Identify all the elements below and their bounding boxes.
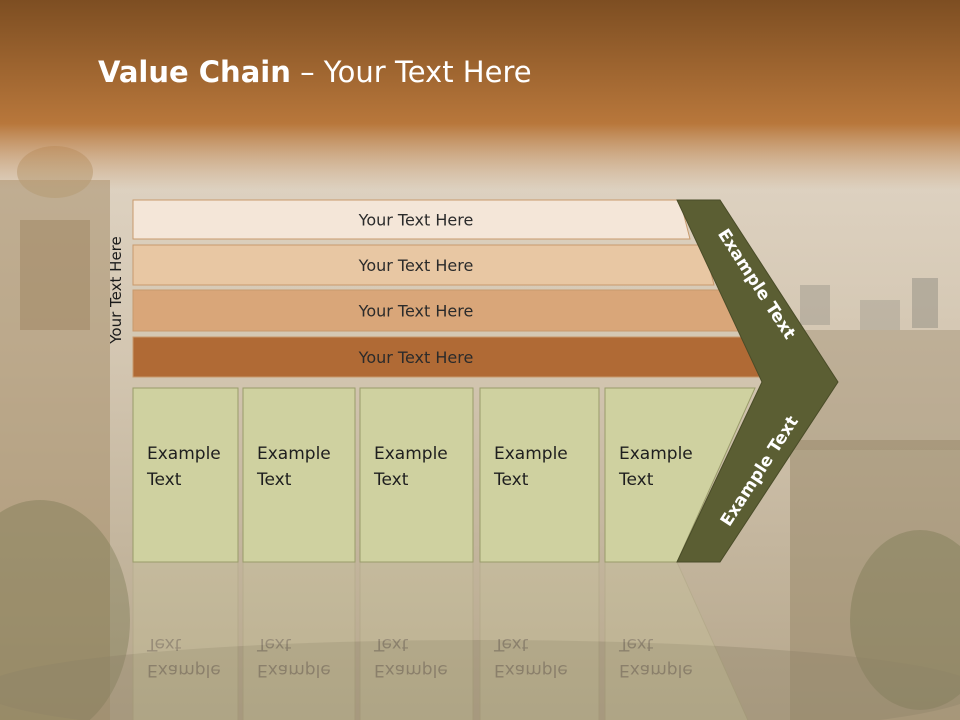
activity-box-1-line2: Text xyxy=(146,470,182,490)
reflection-box-3-line1: Example xyxy=(374,660,448,680)
reflection-box-1-line1: Example xyxy=(147,660,221,680)
row-label-3: Your Text Here xyxy=(358,302,474,321)
reflection-box-2-line1: Example xyxy=(257,660,331,680)
activity-box-3 xyxy=(359,387,474,563)
margin-chevron xyxy=(676,199,839,563)
activity-box-1 xyxy=(132,387,239,563)
reflection-box-3-line2: Text xyxy=(373,634,409,654)
activity-box-3-line1: Example xyxy=(374,444,448,464)
activity-box-2 xyxy=(242,387,356,563)
activity-box-2-line2: Text xyxy=(256,470,292,490)
reflection-box-1-line2: Text xyxy=(146,634,182,654)
activity-box-1-line1: Example xyxy=(147,444,221,464)
activity-box-4-line1: Example xyxy=(494,444,568,464)
row-bar-1 xyxy=(132,199,691,240)
row-label-4: Your Text Here xyxy=(358,348,474,367)
reflection-box-3 xyxy=(359,561,474,720)
title-bold: Value Chain xyxy=(98,55,291,89)
reflection-box-5-line1: Example xyxy=(619,660,693,680)
activity-box-4-line2: Text xyxy=(493,470,529,490)
reflection-box-4 xyxy=(479,561,600,720)
reflection-box-2 xyxy=(242,561,356,720)
reflection-box-2-line2: Text xyxy=(256,634,292,654)
row-label-2: Your Text Here xyxy=(358,256,474,275)
row-bar-2 xyxy=(132,244,715,286)
activity-box-5-line1: Example xyxy=(619,444,693,464)
slide-title: Value Chain – Your Text Here xyxy=(98,55,532,89)
reflection-box-4-line1: Example xyxy=(494,660,568,680)
reflection-box-1 xyxy=(132,561,239,720)
activity-box-3-line2: Text xyxy=(373,470,409,490)
reflection-box-4-line2: Text xyxy=(493,634,529,654)
activity-box-2-line1: Example xyxy=(257,444,331,464)
activity-box-4 xyxy=(479,387,600,563)
row-label-1: Your Text Here xyxy=(358,211,474,230)
activity-box-5-line2: Text xyxy=(618,470,654,490)
reflection-box-5-line2: Text xyxy=(618,634,654,654)
title-rest: – Your Text Here xyxy=(290,55,532,89)
